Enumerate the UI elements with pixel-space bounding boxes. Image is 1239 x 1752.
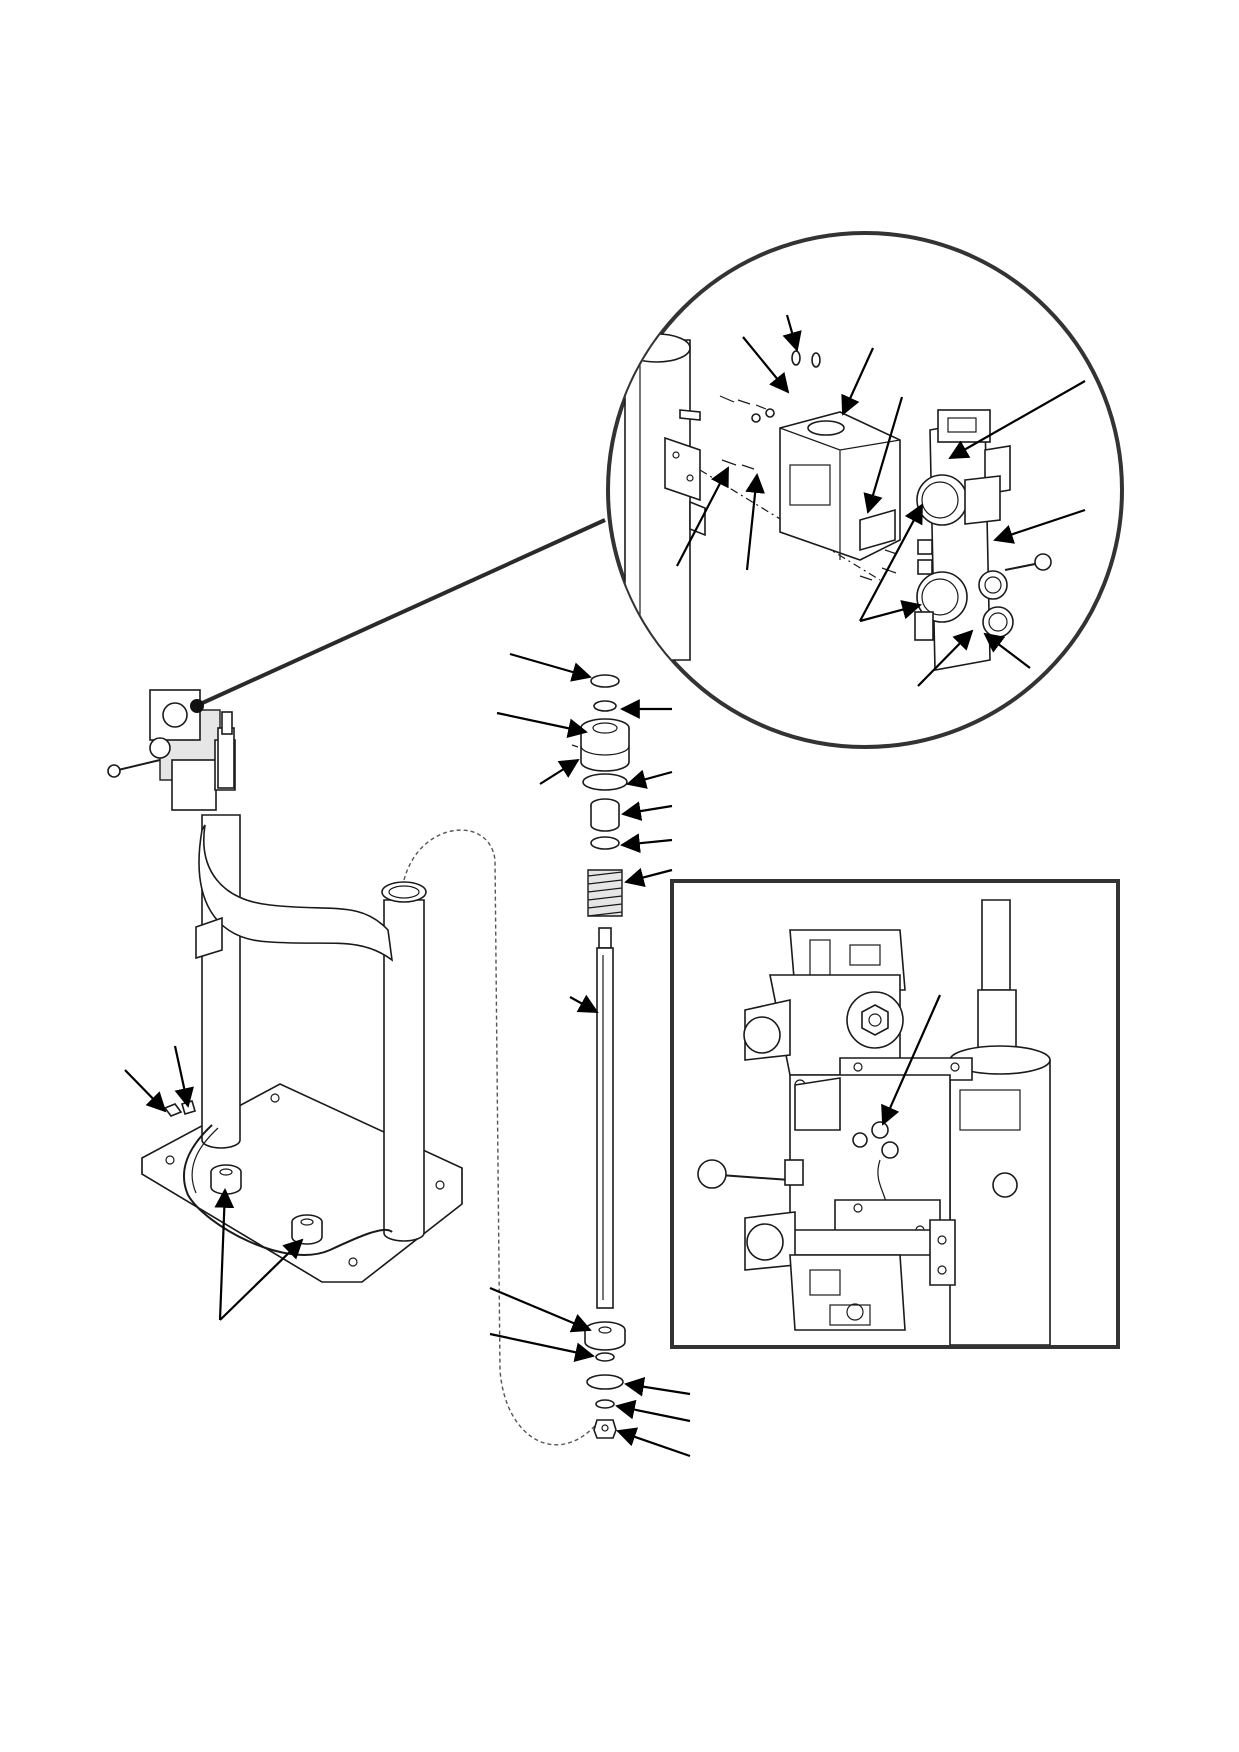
- callout-arrow: [489, 1286, 592, 1333]
- washer: [590, 836, 620, 850]
- callout-arrow: [863, 396, 904, 514]
- callout-arrow: [948, 380, 1086, 459]
- callout-arrow: [859, 503, 923, 622]
- callout-arrow: [841, 347, 875, 416]
- right-column: [383, 899, 425, 1242]
- callout-arrow: [859, 600, 922, 623]
- callout-arrow: [983, 632, 1031, 669]
- callout-arrow: [626, 769, 673, 789]
- callout-arrow: [620, 833, 673, 854]
- callout-arrow: [539, 758, 580, 785]
- callout-arrow: [489, 1332, 595, 1362]
- rectangular-detail-view: [670, 879, 1120, 1349]
- valve-manifold: [914, 409, 1052, 671]
- callout-arrows: [124, 314, 1086, 1458]
- callout-arrow: [917, 629, 974, 687]
- callout-arrow: [214, 1188, 235, 1321]
- callout-arrow: [745, 473, 765, 571]
- shaft-stack: [571, 674, 630, 1439]
- circular-detail-view: [606, 231, 1124, 749]
- detail-leader-line: [197, 518, 606, 707]
- piston-head: [580, 718, 630, 772]
- o-ring: [582, 773, 628, 791]
- base-foot: [291, 1214, 323, 1245]
- callout-arrow: [624, 867, 673, 888]
- stand-assembly: [107, 689, 601, 1446]
- callout-arrow: [881, 994, 942, 1126]
- callout-arrow: [993, 508, 1086, 544]
- callout-arrow: [782, 314, 802, 352]
- callout-arrow: [676, 466, 729, 567]
- callout-arrow: [124, 1069, 167, 1113]
- spring: [587, 869, 623, 917]
- hose-loop: [403, 829, 601, 1446]
- callout-arrow: [496, 711, 588, 738]
- lower-piston: [584, 1321, 626, 1351]
- valve-cluster-small: [107, 689, 236, 811]
- callout-arrow: [569, 994, 599, 1013]
- callout-arrow: [621, 801, 673, 821]
- callout-arrow: [173, 1045, 194, 1108]
- callout-arrow: [615, 1399, 691, 1423]
- o-ring: [586, 1374, 624, 1390]
- bushing: [590, 798, 620, 832]
- callout-arrow: [742, 336, 790, 394]
- nut: [593, 1419, 617, 1439]
- seal-ring: [590, 674, 620, 688]
- seal-ring: [593, 700, 617, 712]
- washer: [595, 1399, 615, 1409]
- detail-anchor-dot: [190, 699, 204, 713]
- shaft: [596, 927, 614, 1309]
- callout-arrow: [509, 652, 592, 682]
- callout-arrow: [616, 1427, 691, 1458]
- base-foot: [210, 1164, 242, 1195]
- seal-ring: [595, 1352, 615, 1362]
- callout-arrow: [624, 1376, 691, 1397]
- callout-arrow: [219, 1238, 304, 1321]
